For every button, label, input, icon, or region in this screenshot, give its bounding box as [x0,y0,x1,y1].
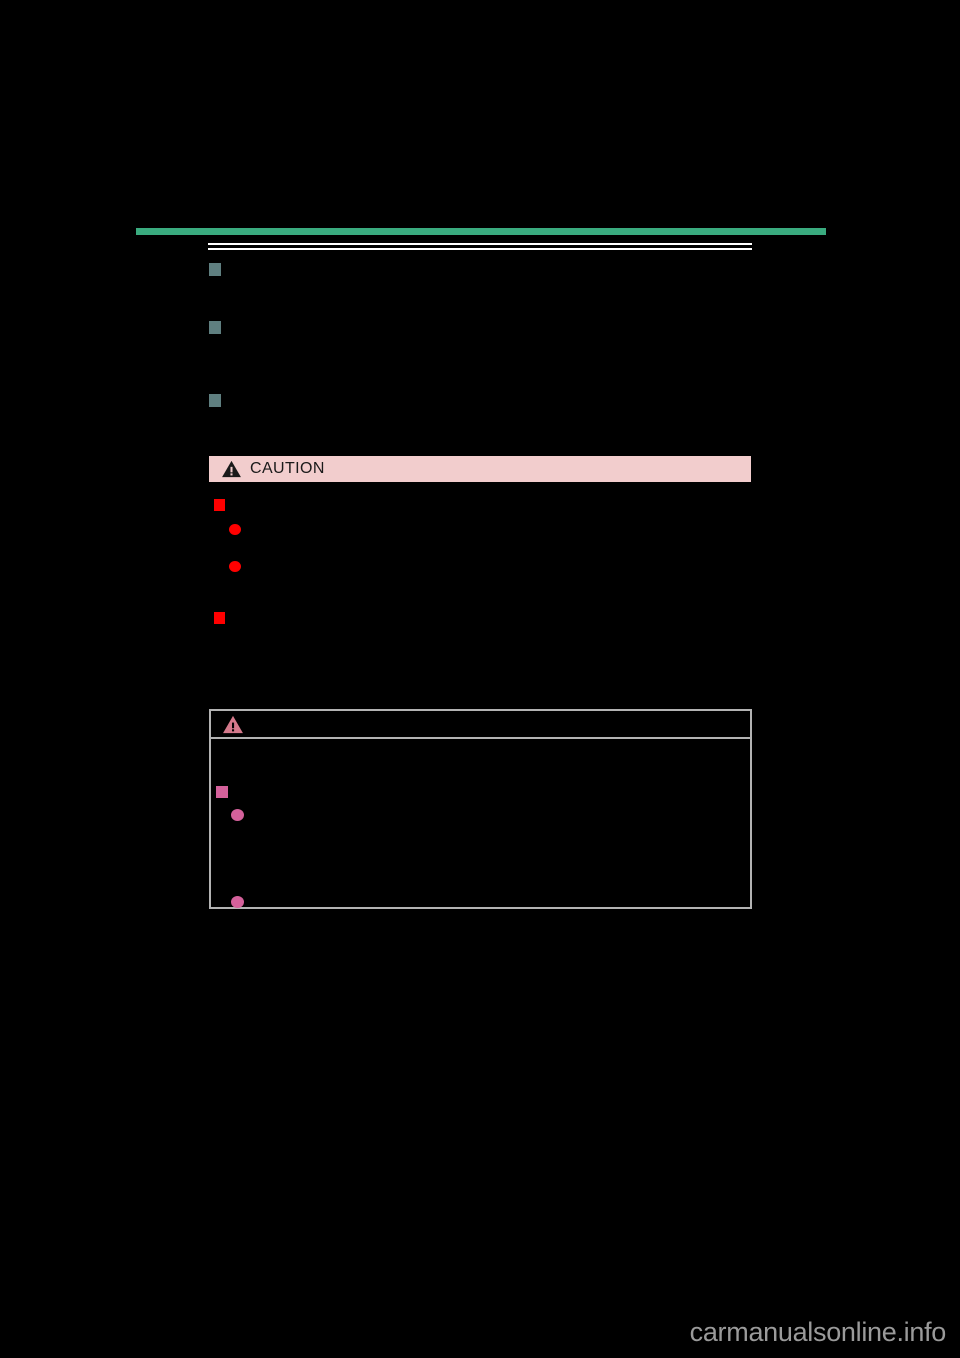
square-bullet-icon [214,499,225,511]
round-bullet-icon [231,809,244,821]
square-bullet-icon [209,394,221,407]
heading-double-rule [208,243,752,251]
caution-banner-label: CAUTION [250,460,325,477]
green-section-bar [136,228,826,235]
square-bullet-icon [216,786,228,798]
square-bullet-icon [209,321,221,334]
notice-box-header [211,711,750,739]
caution-content-block [214,499,241,624]
square-bullet-icon [209,263,221,276]
rule-line-top [208,243,752,245]
round-bullet-icon [229,524,241,535]
warning-triangle-icon [223,715,243,733]
round-bullet-icon [229,561,241,572]
notice-box-body [211,739,750,908]
round-bullet-icon [231,896,244,908]
rule-line-bottom [208,248,752,250]
body-content-block [0,0,960,440]
caution-banner: CAUTION [209,456,751,482]
square-bullet-icon [214,612,225,624]
warning-triangle-icon [222,460,241,478]
site-watermark: carmanualsonline.info [689,1317,947,1347]
notice-box [209,709,752,909]
